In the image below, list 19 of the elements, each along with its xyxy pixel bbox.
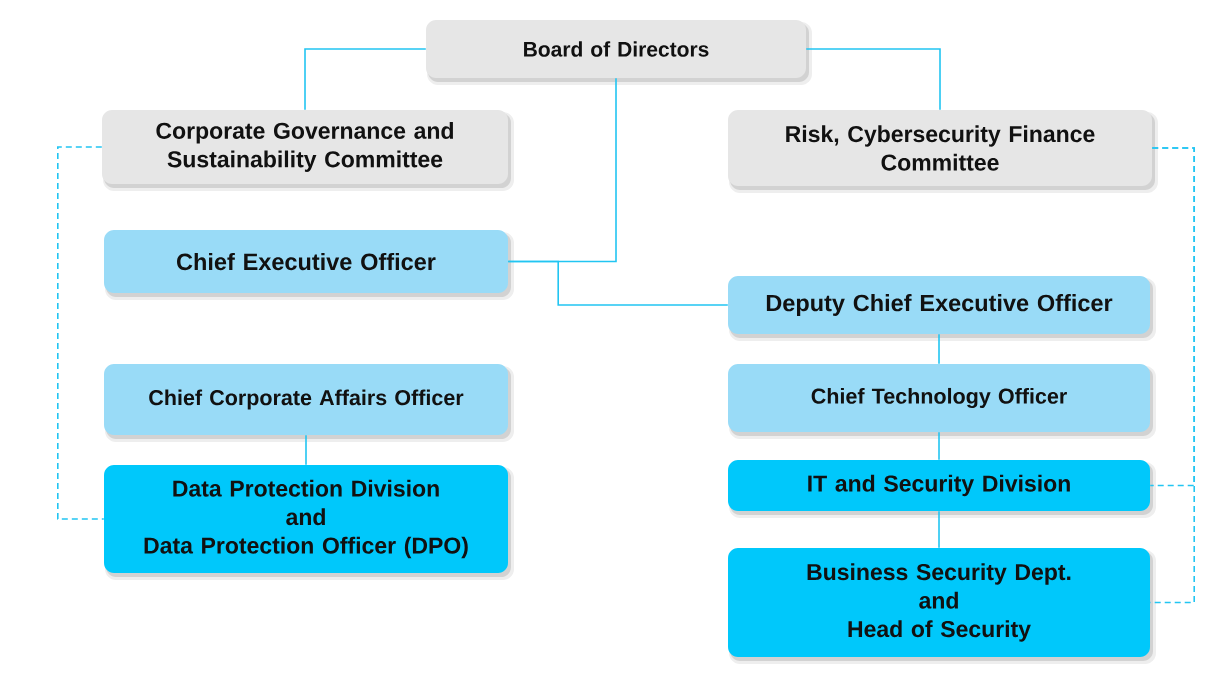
org-chart-box: Board of Directors [426, 20, 812, 85]
org-chart-box: Chief Technology Officer [728, 364, 1156, 439]
org-chart-box: Risk, Cybersecurity Finance Committee [728, 110, 1158, 193]
connector-line [938, 431, 940, 461]
org-chart-box: Corporate Governance and Sustainability Committee [102, 110, 514, 191]
org-chart-box: Chief Corporate Affairs Officer [104, 364, 514, 442]
connector-line [805, 48, 941, 111]
org-chart-box: IT and Security Division [728, 460, 1156, 518]
dashed-connector [1149, 147, 1195, 604]
dashed-connector [57, 146, 105, 520]
org-chart-box: Business Security Dept. and Head of Security [728, 548, 1156, 664]
connector-line [938, 510, 940, 549]
connector-line [507, 260, 729, 306]
connector-line [305, 434, 307, 466]
org-chart-box: Deputy Chief Executive Officer [728, 276, 1156, 341]
org-chart-box: Chief Executive Officer [104, 230, 514, 300]
connector-line [304, 48, 427, 111]
connector-line [938, 333, 940, 365]
org-chart-box: Data Protection Division and Data Protection Officer (DPO) [104, 465, 514, 580]
